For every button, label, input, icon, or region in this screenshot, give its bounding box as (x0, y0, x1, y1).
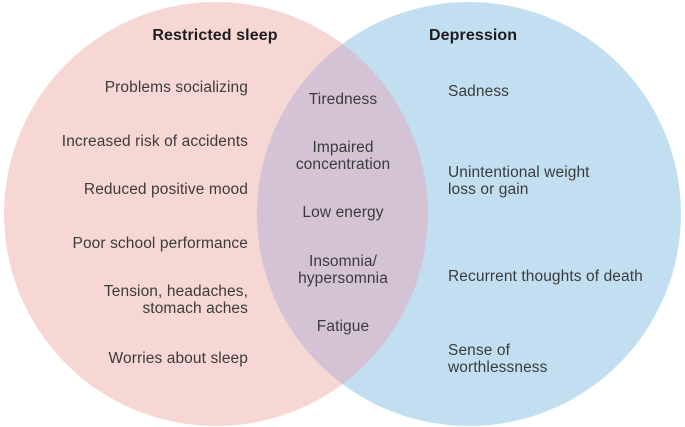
overlap-item: Insomnia/ hypersomnia (298, 253, 388, 287)
left-item: Poor school performance (72, 235, 248, 252)
overlap-item: Low energy (302, 204, 384, 221)
overlap-item: Fatigue (316, 318, 370, 335)
right-circle-title: Depression (429, 27, 518, 44)
left-circle-title: Restricted sleep (152, 27, 278, 44)
left-item: Increased risk of accidents (61, 133, 248, 150)
left-item: Worries about sleep (108, 350, 248, 367)
left-item: Problems socializing (104, 79, 248, 96)
overlap-item: Impaired concentration (295, 139, 391, 173)
right-item: Sadness (448, 83, 510, 100)
right-item: Recurrent thoughts of death (448, 268, 643, 285)
right-item: Unintentional weight loss or gain (448, 164, 590, 198)
left-item: Reduced positive mood (83, 181, 248, 198)
overlap-item: Tiredness (308, 91, 378, 108)
right-item: Sense of worthlessness (448, 342, 548, 376)
left-item: Tension, headaches, stomach aches (103, 283, 248, 317)
